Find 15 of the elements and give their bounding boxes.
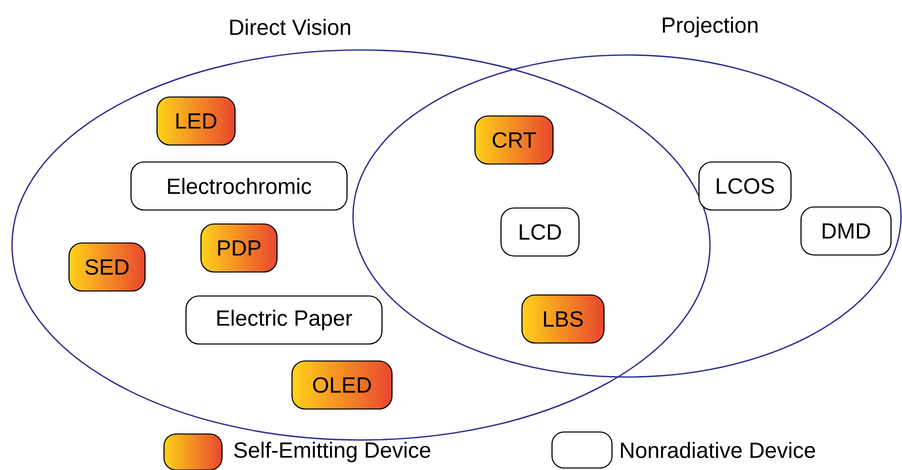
device-box: CRT <box>474 115 554 165</box>
legend-label: Nonradiative Device <box>621 442 816 458</box>
device-box: LED <box>156 96 236 146</box>
device-box: Electrochromic <box>130 161 348 211</box>
device-box: DMD <box>800 206 892 256</box>
device-box: SED <box>68 242 146 292</box>
device-box: LCOS <box>698 161 792 211</box>
device-box: OLED <box>291 360 393 410</box>
device-box: PDP <box>200 223 278 273</box>
device-box: LCD <box>500 207 580 257</box>
device-box: LBS <box>521 294 605 344</box>
node-label: Direct Vision <box>230 18 350 36</box>
device-box: Electric Paper <box>185 295 383 345</box>
node-label: Projection <box>662 16 758 38</box>
legend-label: Self-Emitting Device <box>234 442 430 462</box>
